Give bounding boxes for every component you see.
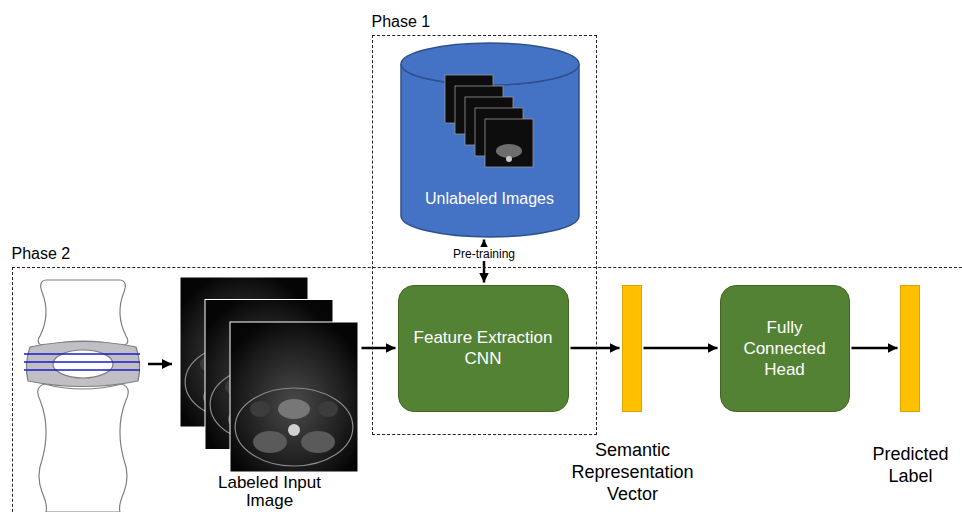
mri-anatomy [278,399,310,419]
mri-anatomy [288,424,300,436]
phase-heading: Phase 1 [372,12,431,32]
mri-stack [180,277,360,472]
box-label: Unlabeled Images [400,188,580,210]
caption-label: Semantic Representation Vector [563,439,703,505]
slice-lines [24,354,140,370]
vector-bar: Predicted Label [900,285,920,412]
thumbnail-stack [445,75,533,167]
thumbnail-anatomy [506,156,512,162]
flow-arrow [852,347,898,350]
lower-vertebra [38,384,129,512]
slice-arrow [148,363,172,366]
image-stack: Labeled Input Image [180,277,360,472]
mri-anatomy [301,431,335,453]
upper-vertebra [38,280,128,346]
thumbnail [485,119,533,167]
mri-anatomy [250,401,270,417]
box-label: Fully Connected Head [731,317,839,380]
vector-bar: Semantic Representation Vector [622,285,642,412]
process-box: Fully Connected Head [720,285,850,412]
mri-anatomy [235,388,353,466]
phase-heading: Phase 2 [12,244,71,264]
caption-label: Predicted Label [863,443,959,487]
mri-anatomy [253,431,287,453]
mri-anatomy [318,401,338,417]
database-cylinder: Unlabeled Images [400,42,580,238]
cylinder-shape [400,42,580,238]
thumbnail-anatomy [496,144,522,158]
edge-label: Pre-training [450,247,518,261]
box-label: Feature Extraction CNN [409,327,558,369]
intervertebral-disc [26,342,139,387]
flow-arrow [571,347,620,350]
flow-arrow [362,347,396,350]
phase-region: Labeled Input ImageSemantic Representati… [12,267,962,512]
caption-label: Labeled Input Image [195,474,345,510]
flow-arrow [644,347,718,350]
phase-region: Unlabeled ImagesFeature Extraction CNNPh… [372,35,597,435]
mri-frame [230,322,358,472]
flow-arrow [483,240,486,283]
cylinder-body [401,64,579,237]
mri-slice [230,322,358,472]
process-box: Feature Extraction CNN [398,285,569,412]
